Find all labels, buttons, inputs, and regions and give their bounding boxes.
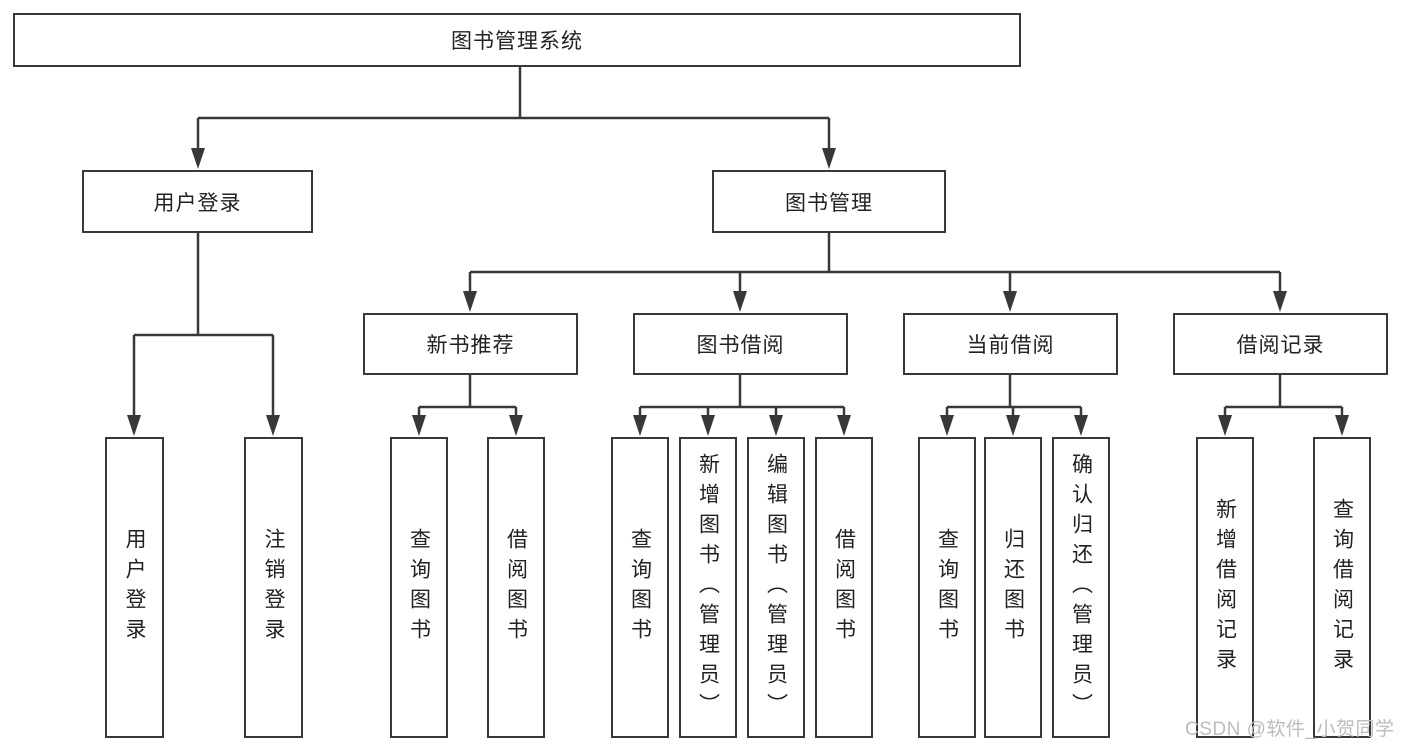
node-book-borrowing: 图书借阅 xyxy=(633,313,848,375)
arrow-bb-add-icon xyxy=(701,415,715,436)
arrow-rec-query-icon xyxy=(1335,415,1349,436)
leaf-rec-add-record-label: 新增借阅记录 xyxy=(1213,497,1237,678)
node-root-system: 图书管理系统 xyxy=(13,13,1021,67)
leaf-rec-add-record: 新增借阅记录 xyxy=(1196,437,1254,738)
arrow-bb-query-icon xyxy=(633,415,647,436)
leaf-cb-return-books: 归还图书 xyxy=(984,437,1042,738)
leaf-bb-edit-books-admin: 编辑图书（管理员） xyxy=(747,437,805,738)
arrow-book-mgmt-icon xyxy=(822,148,836,169)
arrow-nb-query-icon xyxy=(412,415,426,436)
arrow-rec-add-icon xyxy=(1218,415,1232,436)
leaf-user-login-label: 用户登录 xyxy=(123,527,146,648)
leaf-cb-query-books-label: 查询图书 xyxy=(935,527,959,648)
arrow-cb-confirm-icon xyxy=(1074,415,1088,436)
node-book-management-label: 图书管理 xyxy=(785,191,873,215)
leaf-bb-add-books-admin: 新增图书（管理员） xyxy=(679,437,737,738)
arrow-cb-query-icon xyxy=(940,415,954,436)
leaf-nb-borrow-books: 借阅图书 xyxy=(487,437,545,738)
arrow-new-book-icon xyxy=(463,291,477,312)
arrowheads xyxy=(127,148,1349,436)
node-book-borrowing-label: 图书借阅 xyxy=(696,334,785,357)
leaf-bb-edit-books-admin-label: 编辑图书（管理员） xyxy=(764,452,788,723)
leaf-rec-query-record: 查询借阅记录 xyxy=(1313,437,1371,738)
csdn-watermark: CSDN @软件_小贺同学 xyxy=(1185,719,1395,740)
leaf-cb-query-books: 查询图书 xyxy=(918,437,976,738)
node-book-management: 图书管理 xyxy=(712,170,946,233)
node-new-book-recommend: 新书推荐 xyxy=(363,313,578,375)
node-borrowing-records-label: 借阅记录 xyxy=(1236,334,1325,357)
arrow-cb-return-icon xyxy=(1006,415,1020,436)
arrow-bb-edit-icon xyxy=(769,415,783,436)
node-current-borrowing-label: 当前借阅 xyxy=(966,334,1055,357)
arrow-leaf-login-icon xyxy=(127,415,141,436)
leaf-cb-return-books-label: 归还图书 xyxy=(1001,527,1025,648)
leaf-logout: 注销登录 xyxy=(244,437,303,738)
leaf-cb-confirm-return-admin: 确认归还（管理员） xyxy=(1052,437,1110,738)
arrow-borrow-icon xyxy=(733,291,747,312)
leaf-bb-query-books-label: 查询图书 xyxy=(628,527,652,648)
leaf-rec-query-record-label: 查询借阅记录 xyxy=(1330,497,1354,678)
leaf-cb-confirm-return-admin-label: 确认归还（管理员） xyxy=(1069,452,1093,723)
node-user-login: 用户登录 xyxy=(82,170,313,233)
node-current-borrowing: 当前借阅 xyxy=(903,313,1118,375)
leaf-nb-query-books-label: 查询图书 xyxy=(407,527,431,648)
arrow-bb-borrow-icon xyxy=(837,415,851,436)
leaf-nb-query-books: 查询图书 xyxy=(390,437,448,738)
leaf-bb-borrow-books-label: 借阅图书 xyxy=(832,527,856,648)
node-user-login-label: 用户登录 xyxy=(153,191,242,215)
arrow-leaf-logout-icon xyxy=(266,415,280,436)
node-root-label: 图书管理系统 xyxy=(451,30,583,53)
leaf-bb-add-books-admin-label: 新增图书（管理员） xyxy=(696,452,720,723)
node-borrowing-records: 借阅记录 xyxy=(1173,313,1388,375)
leaf-bb-borrow-books: 借阅图书 xyxy=(815,437,873,738)
leaf-logout-label: 注销登录 xyxy=(262,527,285,648)
arrow-current-icon xyxy=(1003,291,1017,312)
arrow-nb-borrow-icon xyxy=(509,415,523,436)
leaf-nb-borrow-books-label: 借阅图书 xyxy=(504,527,528,648)
leaf-user-login: 用户登录 xyxy=(105,437,164,738)
arrow-records-icon xyxy=(1273,291,1287,312)
node-new-book-recommend-label: 新书推荐 xyxy=(426,334,515,357)
leaf-bb-query-books: 查询图书 xyxy=(611,437,669,738)
arrow-user-login-icon xyxy=(191,148,205,169)
